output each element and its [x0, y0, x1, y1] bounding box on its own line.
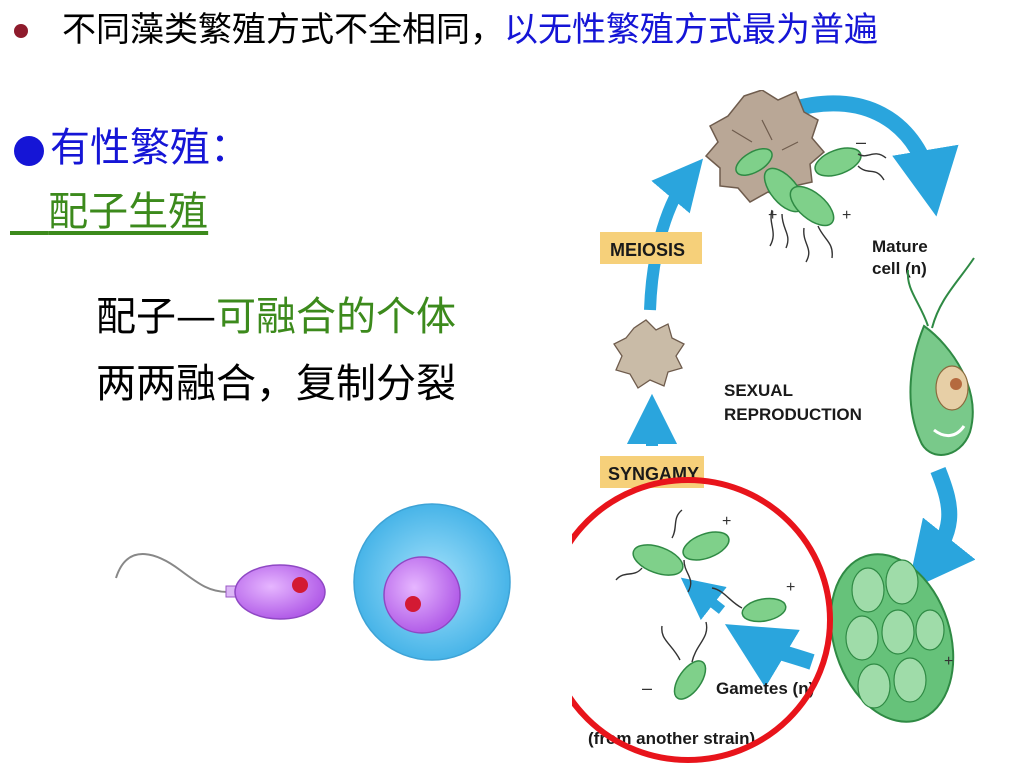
heading-bullet-icon	[14, 136, 44, 166]
meiosis-box	[600, 232, 702, 264]
gametes-label: Gametes (n)	[716, 679, 814, 698]
intro-text-blue: 以无性繁殖方式最为普遍	[504, 10, 878, 50]
cycle-arrow-top	[787, 95, 959, 217]
highlight-circle	[572, 477, 833, 763]
definition-text: 可融合的个体	[216, 294, 456, 340]
strain-label: (from another strain)	[588, 729, 755, 748]
gamete-illustration	[115, 503, 511, 661]
dividing-cell-mass	[829, 553, 955, 723]
mature-label-1: Mature	[872, 237, 928, 256]
sexual-label-1: SEXUAL	[724, 381, 793, 400]
gamete-cells	[632, 531, 787, 700]
svg-text:+: +	[842, 207, 851, 224]
flagellum	[115, 553, 229, 593]
meiosis-label: MEIOSIS	[610, 240, 685, 260]
bullet-dot-icon	[14, 24, 28, 38]
svg-text:+: +	[944, 653, 953, 670]
mature-label-2: cell (n)	[872, 259, 927, 278]
fusion-line: 两两融合，复制分裂	[96, 361, 456, 407]
flagellated-cell-group-top	[735, 147, 862, 227]
mature-cell	[906, 257, 975, 456]
cycle-arrow-left-upper	[644, 158, 704, 311]
svg-text:–: –	[642, 678, 652, 698]
gamete-flagella	[615, 509, 743, 663]
zygote-inner	[383, 556, 461, 634]
gamete-body	[234, 564, 326, 620]
life-cycle-diagram: MEIOSIS SYNGAMY Mature cell (n) SEXUAL R…	[572, 90, 976, 763]
definition-term: 配子—	[96, 294, 216, 340]
intro-text-black: 不同藻类繁殖方式不全相同，	[62, 10, 504, 50]
intro-text: 不同藻类繁殖方式不全相同，以无性繁殖方式最为普遍	[62, 10, 992, 50]
gamete-arrow	[680, 577, 727, 621]
gamete-nucleus	[292, 577, 308, 593]
subheading-text: 配子生殖	[48, 189, 209, 235]
definition-line: 配子—可融合的个体	[96, 293, 456, 341]
sexual-label-2: REPRODUCTION	[724, 405, 862, 424]
cycle-arrow-bottom	[724, 624, 815, 688]
svg-text:–: –	[856, 132, 866, 152]
cycle-arrow-right	[907, 467, 976, 591]
flagella-top	[769, 153, 887, 263]
spiky-cyst-small	[613, 319, 685, 389]
zygote-nucleus	[405, 596, 421, 612]
subheading-gamete-reproduction: 配子生殖	[10, 188, 208, 236]
svg-text:+: +	[768, 207, 777, 224]
svg-text:+: +	[722, 513, 731, 530]
heading-sexual-reproduction: 有性繁殖：	[50, 125, 250, 171]
svg-text:+: +	[786, 579, 795, 596]
